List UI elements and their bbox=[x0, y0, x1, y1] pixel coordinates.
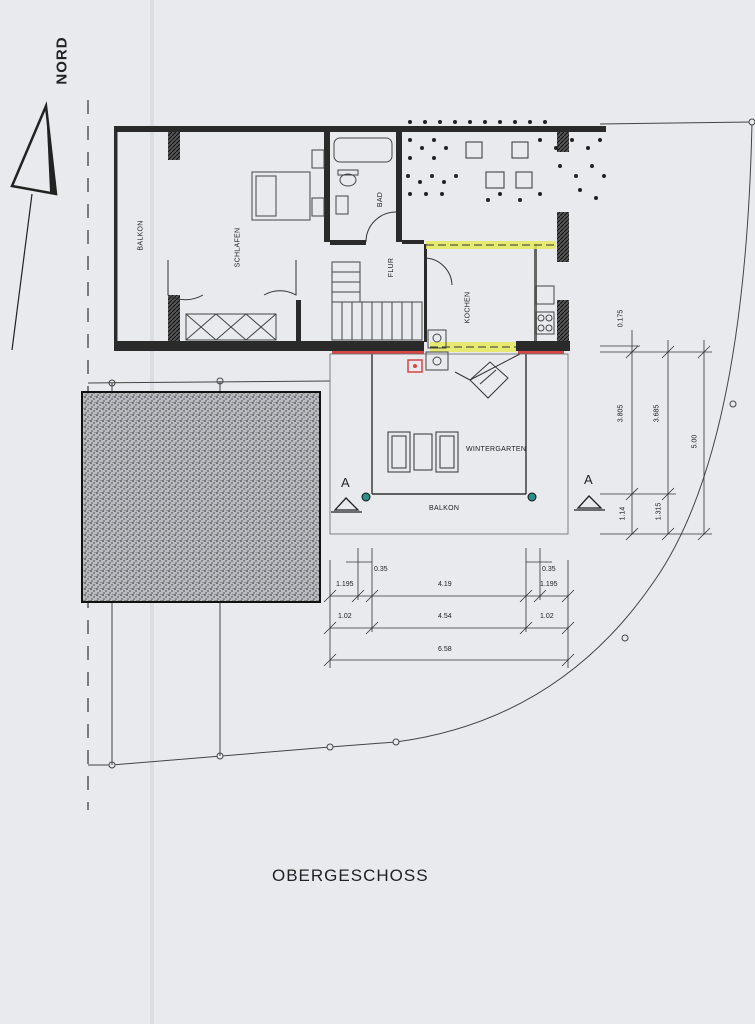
dim-500: 5.00 bbox=[691, 434, 699, 449]
doors bbox=[167, 211, 453, 301]
dim-3685: 3.685 bbox=[653, 404, 661, 423]
terrace-table-chairs bbox=[465, 141, 533, 189]
dim-1315: 1.315 bbox=[655, 502, 663, 521]
red-chimney bbox=[407, 359, 423, 373]
dim-035-right: 0.35 bbox=[542, 566, 556, 573]
terrace-furniture bbox=[406, 120, 606, 202]
gravel-roof-area bbox=[81, 391, 321, 603]
balcony-south-outline bbox=[329, 353, 569, 535]
room-label-balkon-south: BALKON bbox=[429, 505, 460, 512]
dim-102-left: 1.02 bbox=[338, 613, 352, 620]
dimension-lines-vertical bbox=[600, 330, 712, 541]
dim-658: 6.58 bbox=[438, 646, 452, 653]
room-label-wintergarten: WINTERGARTEN bbox=[466, 446, 527, 453]
room-label-schlafen: SCHLAFEN bbox=[234, 227, 242, 268]
red-chimney-dot bbox=[413, 364, 417, 368]
red-marker-right bbox=[518, 351, 564, 354]
property-top-line bbox=[599, 121, 753, 125]
bed bbox=[251, 149, 325, 221]
dimension-lines-horizontal bbox=[323, 548, 575, 668]
red-marker-left bbox=[332, 351, 424, 354]
dim-114: 1.14 bbox=[619, 506, 627, 521]
room-label-bad: BAD bbox=[377, 191, 385, 208]
column-right bbox=[527, 492, 537, 502]
kitchen-fixtures bbox=[425, 285, 555, 371]
drawing-title: OBERGESCHOSS bbox=[272, 866, 429, 885]
room-label-balkon-west: BALKON bbox=[137, 220, 145, 251]
dim-454: 4.54 bbox=[438, 613, 452, 620]
section-marker-left bbox=[331, 497, 362, 513]
section-label-right: A bbox=[584, 472, 593, 487]
section-marker-right bbox=[574, 495, 605, 511]
boundary-points bbox=[108, 118, 755, 769]
dim-1195-left: 1.195 bbox=[336, 581, 354, 588]
bathroom-fixtures bbox=[333, 137, 393, 215]
dim-419: 4.19 bbox=[438, 581, 452, 588]
room-label-flur: FLUR bbox=[388, 257, 396, 278]
staircase bbox=[331, 261, 423, 341]
dim-0175: 0.175 bbox=[617, 309, 625, 328]
dim-3805: 3.805 bbox=[617, 404, 625, 423]
north-arrow bbox=[10, 101, 58, 351]
north-label: NORD bbox=[53, 36, 71, 85]
section-label-left: A bbox=[341, 475, 350, 490]
column-left bbox=[361, 492, 371, 502]
dim-102-right: 1.02 bbox=[540, 613, 554, 620]
lot-line-c bbox=[87, 380, 331, 384]
wintergarten-structure bbox=[371, 354, 527, 495]
wintergarten-seating bbox=[387, 431, 459, 473]
wardrobe bbox=[185, 313, 277, 341]
dim-035-left: 0.35 bbox=[374, 566, 388, 573]
building-walls bbox=[114, 126, 606, 351]
room-label-kochen: KOCHEN bbox=[464, 291, 472, 324]
dim-1195-right: 1.195 bbox=[540, 581, 558, 588]
wintergarten-door bbox=[454, 353, 521, 399]
property-boundary bbox=[88, 121, 753, 766]
